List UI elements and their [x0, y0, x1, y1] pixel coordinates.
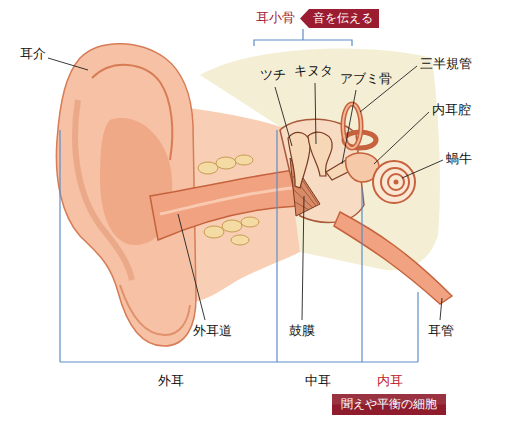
- temporal-bone: [200, 48, 440, 270]
- node-text: 音を伝える: [313, 11, 373, 26]
- semicircular-canals: [343, 104, 376, 148]
- band-shape: [332, 394, 446, 415]
- part-label: キヌタ: [294, 63, 333, 79]
- incus: [308, 132, 332, 176]
- part-label: 耳小骨: [256, 10, 295, 26]
- part-label: 中耳: [305, 373, 331, 389]
- part-label: 蝸牛: [446, 151, 472, 167]
- part-label: 鼓膜: [289, 323, 315, 339]
- leader-lines: [48, 58, 443, 320]
- arrow-tag: 音を伝える: [300, 9, 379, 28]
- ear-canal: [150, 170, 298, 240]
- caption-band: 聞えや平衡の細胞: [332, 394, 446, 415]
- part-label: 三半規管: [420, 56, 472, 72]
- node-text: 聞えや平衡の細胞: [341, 397, 437, 412]
- part-label: 耳管: [428, 323, 454, 339]
- canal-highlight: [160, 188, 292, 214]
- cochlea: [373, 161, 415, 203]
- malleus: [288, 132, 310, 188]
- part-label: 内耳: [377, 373, 403, 389]
- part-label: 外耳: [158, 373, 184, 389]
- part-label: アブミ骨: [340, 71, 392, 87]
- part-label: 耳介: [20, 46, 46, 62]
- part-label: 内耳腔: [432, 102, 471, 118]
- brackets: [60, 29, 418, 362]
- part-label: ツチ: [260, 67, 286, 83]
- eustachian-tube: [334, 212, 452, 304]
- tag-shape: [300, 9, 379, 28]
- lobe-shade: [120, 285, 190, 335]
- part-label: 外耳道: [193, 323, 232, 339]
